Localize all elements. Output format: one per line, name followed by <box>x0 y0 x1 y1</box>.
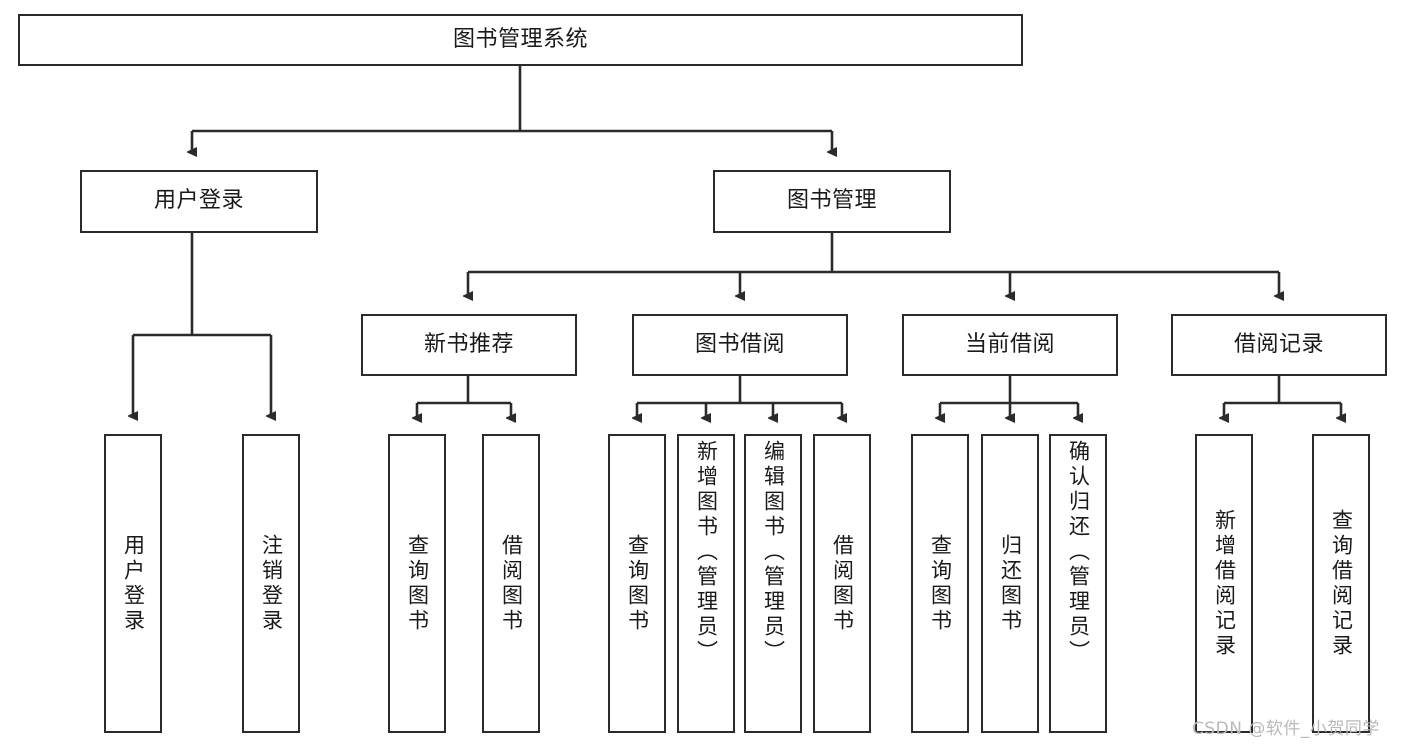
node-leaf-borrow-book-2[interactable]: 借阅图书 <box>813 434 871 733</box>
node-borrow-record-label: 借阅记录 <box>1233 331 1324 357</box>
node-current-borrow-label: 当前借阅 <box>964 331 1055 357</box>
node-leaf-user-logout[interactable]: 注销登录 <box>242 434 300 733</box>
node-leaf-confirm-return-label: 确认归还（管理员） <box>1066 440 1091 665</box>
node-leaf-user-login-label: 用户登录 <box>121 533 146 634</box>
node-leaf-query-book-3-label: 查询图书 <box>928 533 953 634</box>
node-user-login-label: 用户登录 <box>153 188 244 214</box>
node-leaf-query-book-2-label: 查询图书 <box>625 533 650 634</box>
node-borrow-record[interactable]: 借阅记录 <box>1171 314 1387 376</box>
node-new-book-recommend-label: 新书推荐 <box>423 331 514 357</box>
node-leaf-add-record-label: 新增借阅记录 <box>1212 508 1237 659</box>
node-root-system-label: 图书管理系统 <box>452 26 588 52</box>
node-book-borrow-label: 图书借阅 <box>694 331 785 357</box>
node-leaf-query-book-3[interactable]: 查询图书 <box>911 434 969 733</box>
node-current-borrow[interactable]: 当前借阅 <box>902 314 1118 376</box>
node-leaf-confirm-return[interactable]: 确认归还（管理员） <box>1049 434 1107 733</box>
node-leaf-user-login[interactable]: 用户登录 <box>104 434 162 733</box>
node-root-system[interactable]: 图书管理系统 <box>18 14 1023 66</box>
node-leaf-query-book-1[interactable]: 查询图书 <box>388 434 446 733</box>
node-leaf-return-book[interactable]: 归还图书 <box>981 434 1039 733</box>
node-leaf-edit-book-label: 编辑图书（管理员） <box>761 440 786 665</box>
node-book-manage[interactable]: 图书管理 <box>713 170 951 233</box>
node-leaf-edit-book[interactable]: 编辑图书（管理员） <box>744 434 802 733</box>
node-leaf-add-book[interactable]: 新增图书（管理员） <box>677 434 735 733</box>
node-leaf-borrow-book-1[interactable]: 借阅图书 <box>482 434 540 733</box>
node-leaf-query-record-label: 查询借阅记录 <box>1329 508 1354 659</box>
node-leaf-borrow-book-2-label: 借阅图书 <box>830 533 855 634</box>
node-book-borrow[interactable]: 图书借阅 <box>632 314 848 376</box>
node-leaf-add-record[interactable]: 新增借阅记录 <box>1195 434 1253 733</box>
node-leaf-borrow-book-1-label: 借阅图书 <box>499 533 524 634</box>
node-leaf-add-book-label: 新增图书（管理员） <box>694 440 719 665</box>
node-user-login[interactable]: 用户登录 <box>80 170 318 233</box>
csdn-watermark: CSDN @软件_小贺同学 <box>1192 719 1380 739</box>
node-book-manage-label: 图书管理 <box>786 188 877 214</box>
node-leaf-user-logout-label: 注销登录 <box>259 533 284 634</box>
node-new-book-recommend[interactable]: 新书推荐 <box>361 314 577 376</box>
node-leaf-query-book-1-label: 查询图书 <box>405 533 430 634</box>
node-leaf-query-book-2[interactable]: 查询图书 <box>608 434 666 733</box>
node-leaf-return-book-label: 归还图书 <box>998 533 1023 634</box>
node-leaf-query-record[interactable]: 查询借阅记录 <box>1312 434 1370 733</box>
